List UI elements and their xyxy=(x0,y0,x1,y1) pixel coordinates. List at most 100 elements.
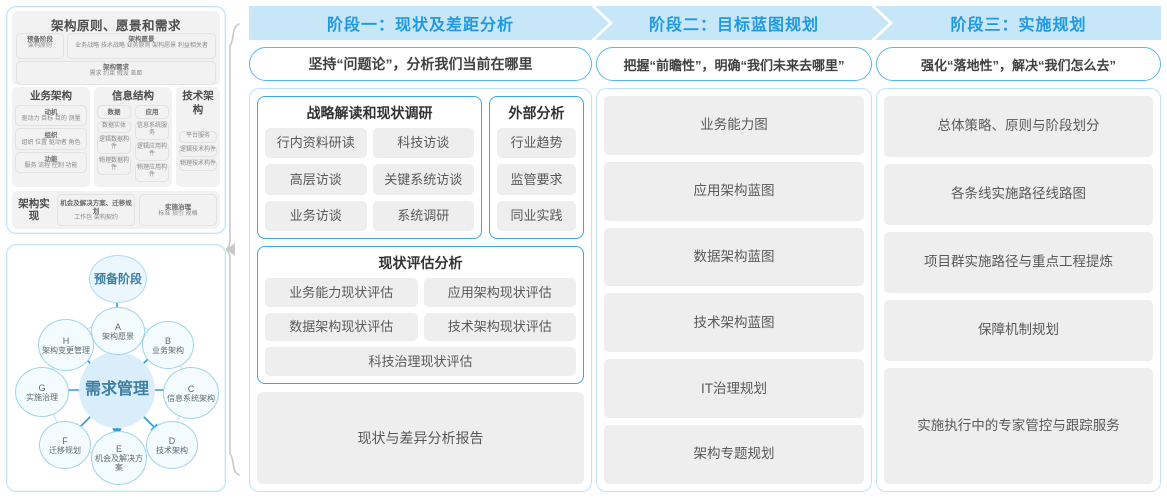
business-architecture-column: 业务架构 动机 驱动力 目标 目的 测量 组织 组织 位置 驱动者 角色 功能 … xyxy=(12,87,90,187)
cycle-node-e[interactable]: E 机会及解决方案 xyxy=(91,431,147,485)
data-header-box: 数据 xyxy=(97,105,131,120)
realization-label: 架构实现 xyxy=(18,198,50,222)
external-analysis-items: 行业趋势 监管要求 同业实践 xyxy=(497,128,576,231)
column-header: 信息结构 xyxy=(112,90,154,102)
chip-item[interactable]: 关键系统访谈 xyxy=(372,164,474,195)
phase-1-top-row: 战略解读和现状调研 行内资料研读 科技访谈 高层访谈 关键系统访谈 业务访谈 系… xyxy=(257,96,584,239)
box-sub: 物理技术构件 xyxy=(180,160,217,167)
box-title: 动机 xyxy=(44,109,58,116)
cycle-node-g[interactable]: G 实施治理 xyxy=(15,367,69,417)
phase-1-report-chip[interactable]: 现状与差异分析报告 xyxy=(257,392,584,484)
data-item-box: 物理数据构件 xyxy=(97,156,131,175)
tech-item-box: 物理技术构件 xyxy=(179,158,217,171)
chip-item[interactable]: 技术架构现状评估 xyxy=(423,312,576,342)
node-label: 实施治理 xyxy=(26,392,58,402)
phase-3-item-list: 总体策略、原则与阶段划分 各条线实施路径线路图 项目群实施路径与重点工程提炼 保… xyxy=(884,96,1153,484)
chip-item[interactable]: 实施执行中的专家管控与跟踪服务 xyxy=(884,368,1153,484)
adm-cycle-panel: 预备阶段 需求管理 A 架构愿景 B 业务架构 C 信息系统架构 xyxy=(6,244,226,492)
chip-item[interactable]: 数据架构现状评估 xyxy=(265,312,418,342)
chip-item[interactable]: 行内资料研读 xyxy=(265,128,367,159)
cycle-node-prep[interactable]: 预备阶段 xyxy=(89,255,147,303)
chip-item[interactable]: 总体策略、原则与阶段划分 xyxy=(884,96,1153,158)
architecture-domains-row: 业务架构 动机 驱动力 目标 目的 测量 组织 组织 位置 驱动者 角色 功能 … xyxy=(12,87,220,187)
chip-item[interactable]: 数据架构蓝图 xyxy=(604,227,864,287)
assessment-row: 数据架构现状评估 技术架构现状评估 xyxy=(265,312,576,342)
chip-item[interactable]: 架构专题规划 xyxy=(604,425,864,484)
strategy-research-card: 战略解读和现状调研 行内资料研读 科技访谈 高层访谈 关键系统访谈 业务访谈 系… xyxy=(257,96,482,239)
cycle-node-b[interactable]: B 业务架构 xyxy=(142,321,194,369)
node-label: 业务架构 xyxy=(152,345,184,355)
chip-item[interactable]: 科技治理现状评估 xyxy=(265,347,576,377)
data-subcolumn: 数据 数据实体 逻辑数据构件 物理数据构件 xyxy=(96,103,132,182)
cycle-node-d[interactable]: D 技术架构 xyxy=(146,421,198,469)
column-header: 技术架构 xyxy=(182,90,214,116)
cycle-node-a[interactable]: A 架构愿景 xyxy=(91,307,145,355)
cycle-node-c[interactable]: C 信息系统架构 xyxy=(163,367,219,419)
node-letter: G xyxy=(38,382,46,393)
node-label: 架构愿景 xyxy=(102,331,134,341)
phase-2-header-label: 阶段二：目标蓝图规划 xyxy=(648,17,819,34)
chip-item[interactable]: 系统调研 xyxy=(372,200,474,231)
application-subcolumn: 应用 信息系统服务 逻辑应用构件 物理应用构件 xyxy=(134,103,170,182)
box-title: 组织 xyxy=(44,132,58,140)
box-sub: 组织 位置 驱动者 角色 xyxy=(21,139,81,146)
architecture-realization-group: 架构实现 机会及解决方案、迁移规划 工作包 架构契约 实施治理 标准 指引 规格 xyxy=(12,191,220,229)
box-title: 数据 xyxy=(107,109,121,116)
node-label: 迁移规划 xyxy=(49,445,81,455)
box-title: 架构需求 xyxy=(103,64,129,71)
node-label: 需求管理 xyxy=(84,381,149,398)
card-title: 现状评估分析 xyxy=(378,255,463,271)
phase-2-column: 阶段二：目标蓝图规划 把握“前瞻性”，明确“我们未来去哪里” 业务能力图 应用架… xyxy=(595,6,889,492)
phase-1-header: 阶段一：现状及差距分析 xyxy=(249,6,609,40)
application-item-box: 物理应用构件 xyxy=(135,163,169,182)
node-label: 信息系统架构 xyxy=(167,393,215,403)
chip-item[interactable]: 保障机制规划 xyxy=(884,300,1153,362)
function-box: 功能 服务 流程 控制 功能 xyxy=(15,151,87,174)
node-letter: H xyxy=(62,335,70,346)
chip-item[interactable]: 业务访谈 xyxy=(265,200,367,231)
implementation-governance-box: 实施治理 标准 指引 规格 xyxy=(139,194,217,226)
column-header: 业务架构 xyxy=(30,90,72,102)
box-sub: 逻辑技术构件 xyxy=(180,146,217,153)
architecture-requirements-box: 架构需求 需求 约束 假设 差距 xyxy=(16,61,216,85)
chip-item[interactable]: 项目群实施路径与重点工程提炼 xyxy=(884,232,1153,294)
cycle-node-f[interactable]: F 迁移规划 xyxy=(39,421,91,469)
cycle-node-center[interactable]: 需求管理 xyxy=(79,352,155,428)
architecture-principles-group: 架构原则、愿景和需求 预备阶段 架构原则 架构愿景 业务战略 技术战略 业务原则… xyxy=(12,11,220,85)
organization-box: 组织 组织 位置 驱动者 角色 xyxy=(15,128,87,150)
box-title: 预备阶段 xyxy=(27,36,53,43)
chip-item[interactable]: 技术架构蓝图 xyxy=(604,293,864,353)
chip-item[interactable]: 各条线实施路径线路图 xyxy=(884,164,1153,226)
opportunities-migration-box: 机会及解决方案、迁移规划 工作包 架构契约 xyxy=(57,194,135,226)
box-sub: 平台服务 xyxy=(185,133,210,139)
chip-item[interactable]: 业务能力图 xyxy=(604,96,864,155)
phase-3-column: 阶段三：实施规划 强化“落地性”，解决“我们怎么去” 总体策略、原则与阶段划分 … xyxy=(875,6,1161,492)
left-column: 架构原则、愿景和需求 预备阶段 架构原则 架构愿景 业务战略 技术战略 业务原则… xyxy=(6,6,228,493)
technology-architecture-column: 技术架构 平台服务 逻辑技术构件 物理技术构件 xyxy=(176,87,220,187)
phase-2-body: 业务能力图 应用架构蓝图 数据架构蓝图 技术架构蓝图 IT治理规划 架构专题规划 xyxy=(596,88,872,492)
chip-item[interactable]: 同业实践 xyxy=(497,200,576,231)
box-sub: 逻辑数据构件 xyxy=(98,137,129,151)
cycle-node-h[interactable]: H 架构变更管理 xyxy=(38,319,94,371)
application-item-box: 逻辑应用构件 xyxy=(135,142,169,162)
chip-item[interactable]: 科技访谈 xyxy=(372,128,474,159)
phase-3-header-label: 阶段三：实施规划 xyxy=(950,17,1087,34)
chip-item[interactable]: 业务能力现状评估 xyxy=(265,278,418,307)
box-title: 架构愿景 xyxy=(128,36,155,43)
chip-item[interactable]: 应用架构现状评估 xyxy=(423,278,576,307)
chip-item[interactable]: 应用架构蓝图 xyxy=(604,161,864,221)
box-title: 应用 xyxy=(145,109,159,116)
motivation-box: 动机 驱动力 目标 目的 测量 xyxy=(15,105,87,127)
phase-3-header: 阶段三：实施规划 xyxy=(875,6,1161,40)
node-label: 预备阶段 xyxy=(93,272,142,286)
chip-item[interactable]: 监管要求 xyxy=(497,164,576,195)
chip-item[interactable]: 行业趋势 xyxy=(497,128,576,159)
data-item-box: 数据实体 xyxy=(97,121,131,134)
node-letter: D xyxy=(168,435,176,446)
node-letter: E xyxy=(115,444,122,454)
current-state-assessment-card: 现状评估分析 业务能力现状评估 应用架构现状评估 数据架构现状评估 技术架构现状… xyxy=(257,246,584,384)
chip-item[interactable]: 高层访谈 xyxy=(265,164,367,195)
box-title: 功能 xyxy=(44,155,58,163)
chip-item[interactable]: IT治理规划 xyxy=(604,359,864,419)
box-sub: 信息系统服务 xyxy=(136,123,167,137)
